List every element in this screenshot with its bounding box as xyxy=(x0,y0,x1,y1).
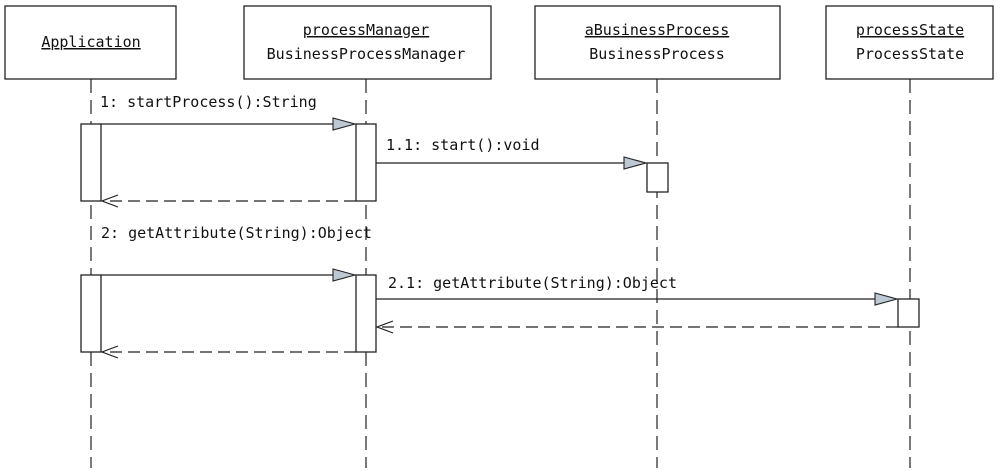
activation-application-1 xyxy=(80,123,102,202)
lifeline-process-manager-name: processManager xyxy=(303,21,429,39)
message-2-1-arrowhead xyxy=(874,292,900,306)
lifeline-business-process-name: aBusinessProcess xyxy=(585,21,730,39)
lifeline-head-application: Application xyxy=(4,5,177,80)
lifeline-head-process-manager: processManager BusinessProcessManager xyxy=(243,5,492,80)
message-1-1-label: 1.1: start():void xyxy=(386,136,540,154)
lifeline-process-state-name: processState xyxy=(856,21,964,39)
message-1-1-arrowhead xyxy=(623,156,649,170)
message-1-arrowhead xyxy=(332,117,358,131)
return-message-2-1-arrowhead xyxy=(375,320,394,334)
activation-process-manager-1 xyxy=(355,123,377,202)
return-message-1 xyxy=(100,194,356,208)
activation-application-2 xyxy=(80,274,102,353)
activation-process-state-1 xyxy=(897,298,920,328)
message-2: 2: getAttribute(String):Object xyxy=(101,224,372,282)
message-2-1: 2.1: getAttribute(String):Object xyxy=(376,274,900,306)
lifeline-head-business-process: aBusinessProcess BusinessProcess xyxy=(534,5,781,80)
message-2-1-label: 2.1: getAttribute(String):Object xyxy=(388,274,677,292)
message-2-label: 2: getAttribute(String):Object xyxy=(101,224,372,242)
message-1-label: 1: startProcess():String xyxy=(100,93,317,111)
return-message-1-arrowhead xyxy=(100,194,119,208)
lifeline-process-manager-class: BusinessProcessManager xyxy=(267,45,466,63)
return-message-2-arrowhead xyxy=(100,345,119,359)
lifeline-process-state-class: ProcessState xyxy=(856,45,964,63)
message-2-arrowhead xyxy=(332,268,358,282)
lifeline-application-name: Application xyxy=(41,33,140,51)
lifeline-business-process-class: BusinessProcess xyxy=(589,45,724,63)
message-1-1: 1.1: start():void xyxy=(376,136,649,170)
activation-business-process-1 xyxy=(646,162,669,193)
message-1: 1: startProcess():String xyxy=(100,93,358,131)
return-message-2-1 xyxy=(375,320,898,334)
lifeline-head-process-state: processState ProcessState xyxy=(825,5,994,80)
return-message-2 xyxy=(100,345,356,359)
activation-process-manager-2 xyxy=(355,274,377,353)
